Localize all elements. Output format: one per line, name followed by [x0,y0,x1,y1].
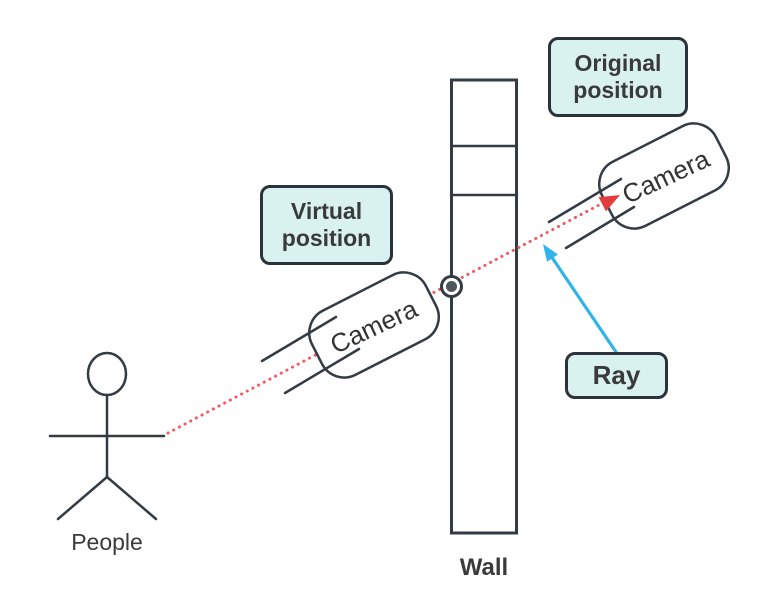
ray-label: Ray [565,352,668,399]
virtual-position-text: Virtual position [281,197,372,251]
camera-virtual-lens-line-lower [283,347,361,395]
person-head [86,351,128,397]
camera-original-lens-line-upper [547,177,623,224]
person-left-leg [56,475,109,521]
original-position-text: Original position [573,49,663,103]
ray-pointer-line [549,254,618,354]
wall-caption: Wall [459,554,509,581]
person-right-leg [105,475,158,521]
virtual-position-label: Virtual position [260,185,393,265]
ray-dotted-line [166,202,603,435]
ray-text: Ray [592,360,641,391]
wall-shape [450,78,518,535]
person-stick-figure [48,351,166,521]
people-caption: People [71,529,143,555]
original-position-label: Original position [548,37,688,117]
ray-arrowhead-icon [598,195,620,212]
ray-pointer-arrowhead-icon [543,244,558,262]
camera-virtual-body [308,271,440,379]
reflection-point-dot [446,281,457,292]
camera-virtual-group [308,271,440,379]
camera-original-lens-line-lower [564,205,636,250]
camera-virtual-lens-line-upper [260,315,338,363]
